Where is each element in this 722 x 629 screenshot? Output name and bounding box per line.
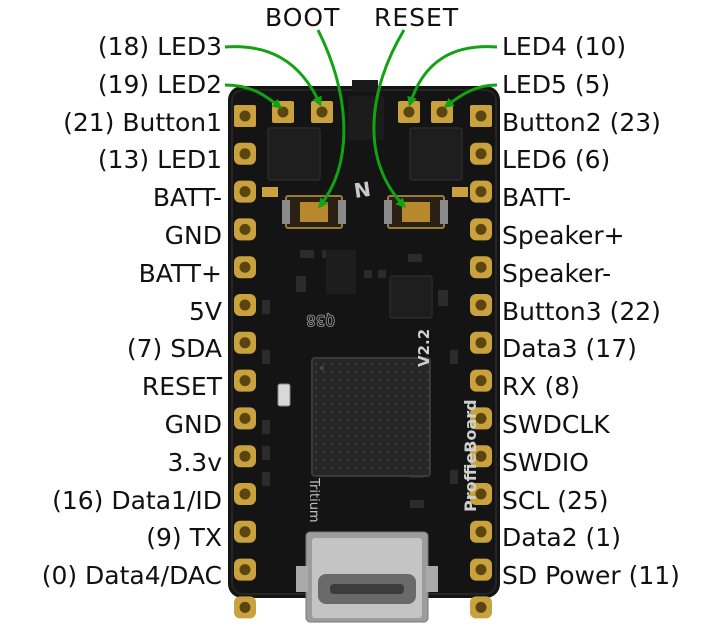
silkscreen-code: Q38	[306, 311, 335, 330]
reset-label: RESET	[374, 3, 460, 32]
right-pin-label: LED5 (5)	[502, 69, 611, 99]
batt-link-pad	[452, 187, 468, 197]
left-pin-label: (19) LED2	[97, 69, 222, 99]
pin-hole	[239, 601, 251, 613]
arrow-led3	[224, 45, 322, 107]
pin-hole	[277, 106, 289, 118]
pin-hole	[239, 564, 251, 576]
right-pin-label: SWDIO	[502, 447, 589, 477]
left-pin-label: BATT-	[152, 183, 222, 213]
sot-component	[326, 250, 356, 294]
svg-text:N: N	[352, 177, 372, 203]
pin-hole	[239, 450, 251, 462]
pin-hole	[475, 261, 487, 273]
pin-hole	[239, 412, 251, 424]
left-pin-label: (9) TX	[146, 523, 222, 553]
usb-connector[interactable]	[296, 531, 438, 623]
pin-hole	[239, 110, 251, 122]
pin-hole	[475, 375, 487, 387]
left-pin-label: BATT+	[138, 258, 222, 288]
left-pin-label: (13) LED1	[97, 145, 222, 175]
right-pin-label: Speaker+	[502, 221, 625, 250]
right-pin-label: SD Power (11)	[502, 561, 680, 591]
pin-hole	[403, 106, 415, 118]
top-component-center	[348, 96, 384, 140]
arrow-led5	[443, 83, 498, 108]
pin-hole	[316, 106, 328, 118]
left-pin-label: GND	[164, 221, 222, 250]
reset-button[interactable]	[384, 195, 448, 229]
right-pin-label: SCL (25)	[502, 485, 609, 515]
arrow-reset	[372, 29, 407, 209]
logo-n-icon: N	[352, 177, 372, 203]
left-pin-label: (0) Data4/DAC	[41, 561, 222, 591]
pin-hole	[239, 299, 251, 311]
left-pin-label: GND	[164, 410, 222, 439]
batt-link-pad	[262, 187, 278, 197]
pin-hole	[475, 110, 487, 122]
boot-label: BOOT	[265, 3, 341, 32]
arrow-led2	[224, 83, 283, 109]
pin-hole	[475, 223, 487, 235]
pin-hole	[475, 337, 487, 349]
left-pin-label: (7) SDA	[126, 334, 222, 364]
pin-hole	[239, 148, 251, 160]
right-pin-label: SWDCLK	[502, 410, 610, 439]
pin-hole	[475, 186, 487, 198]
right-pin-label: Button2 (23)	[502, 107, 661, 137]
right-pin-label: LED4 (10)	[502, 32, 627, 61]
right-pin-label: RX (8)	[502, 372, 580, 402]
arrow-led4	[407, 45, 498, 107]
left-pin-label: 5V	[188, 296, 222, 326]
left-pin-label: (16) Data1/ID	[52, 485, 222, 515]
left-pin-label: (18) LED3	[97, 32, 222, 61]
right-pin-label: Button3 (22)	[502, 296, 661, 326]
pin-hole	[436, 106, 448, 118]
led-driver-chip-left	[267, 127, 321, 181]
right-pin-pads	[470, 105, 492, 619]
crystal-component	[277, 383, 291, 407]
main-mcu-chip	[311, 357, 431, 477]
silkscreen-maker: Tritium	[306, 477, 321, 523]
left-pin-label: (21) Button1	[63, 107, 222, 137]
pin-hole	[239, 261, 251, 273]
arrow-boot	[316, 29, 346, 209]
pointer-arrows	[224, 29, 498, 209]
boot-button[interactable]	[282, 195, 346, 229]
right-pin-label: LED6 (6)	[502, 145, 611, 175]
pin-hole	[475, 488, 487, 500]
right-pin-label: Data3 (17)	[502, 334, 637, 364]
mcu-pin1-dot	[320, 366, 324, 370]
pin-hole	[475, 564, 487, 576]
left-pin-pads	[234, 105, 256, 619]
right-pin-label: BATT-	[502, 183, 572, 213]
pin-hole	[475, 299, 487, 311]
left-pin-label: RESET	[141, 372, 222, 402]
right-pin-label: Data2 (1)	[502, 523, 621, 553]
pin-hole	[239, 223, 251, 235]
pin-hole	[239, 488, 251, 500]
pin-hole	[475, 148, 487, 160]
pcb-top-notch	[352, 80, 378, 92]
right-pin-label: Speaker-	[502, 258, 612, 288]
pin-hole	[239, 375, 251, 387]
pin-hole	[475, 412, 487, 424]
silkscreen-brand: ProffieBoard	[461, 399, 480, 512]
silkscreen-version: V2.2	[415, 329, 433, 367]
led-driver-chip-right	[409, 127, 463, 181]
pin-hole	[475, 450, 487, 462]
pin-hole	[475, 526, 487, 538]
regulator-chip	[389, 275, 433, 319]
left-pin-label: 3.3v	[167, 447, 222, 477]
pin-hole	[239, 337, 251, 349]
pin-hole	[475, 601, 487, 613]
pin-hole	[239, 186, 251, 198]
pin-hole	[239, 526, 251, 538]
